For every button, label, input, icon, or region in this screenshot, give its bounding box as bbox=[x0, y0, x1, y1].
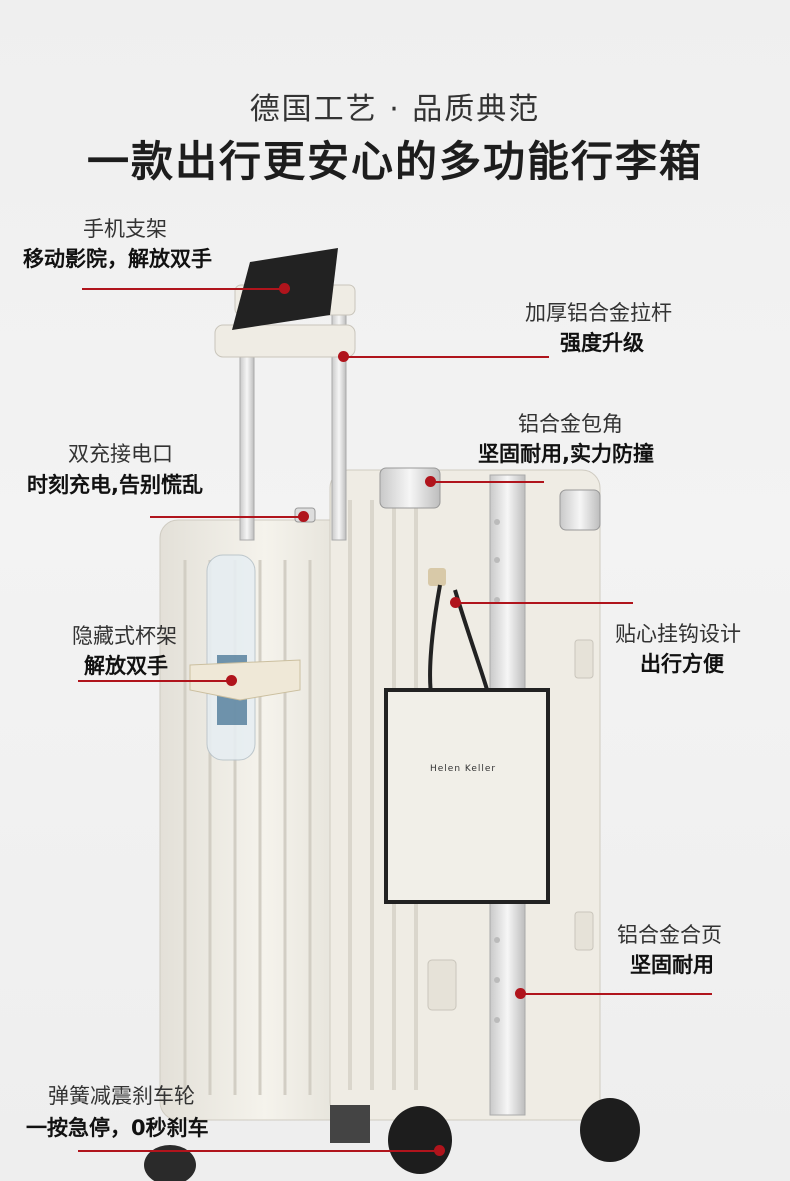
page-title: 一款出行更安心的多功能行李箱 bbox=[86, 137, 703, 186]
page-subtitle: 德国工艺 · 品质典范 bbox=[249, 92, 541, 127]
feature-charge-line bbox=[150, 516, 303, 518]
feature-handle-line bbox=[343, 356, 549, 358]
feature-phone-stand-line bbox=[82, 288, 285, 290]
feature-handle-label: 加厚铝合金拉杆 bbox=[525, 301, 672, 325]
feature-cup-line bbox=[78, 680, 233, 682]
feature-charge-desc: 时刻充电,告别慌乱 bbox=[27, 473, 203, 497]
feature-handle-desc: 强度升级 bbox=[560, 331, 644, 355]
feature-wheels-label: 弹簧减震刹车轮 bbox=[48, 1084, 195, 1108]
feature-charge-label: 双充接电口 bbox=[68, 442, 173, 466]
feature-hook-dot bbox=[450, 597, 461, 608]
feature-corner-desc: 坚固耐用,实力防撞 bbox=[478, 442, 654, 466]
feature-cup-desc: 解放双手 bbox=[84, 654, 168, 678]
feature-phone-stand-label: 手机支架 bbox=[83, 217, 167, 241]
feature-corner-dot bbox=[425, 476, 436, 487]
feature-cup-dot bbox=[226, 675, 237, 686]
feature-wheels-desc: 一按急停，0秒刹车 bbox=[26, 1116, 209, 1140]
feature-hook-label: 贴心挂钩设计 bbox=[615, 622, 741, 646]
feature-charge-dot bbox=[298, 511, 309, 522]
feature-hinge-dot bbox=[515, 988, 526, 999]
feature-corner-label: 铝合金包角 bbox=[518, 412, 623, 436]
feature-wheels-line bbox=[78, 1150, 440, 1152]
feature-hook-line bbox=[455, 602, 633, 604]
feature-cup-label: 隐藏式杯架 bbox=[72, 624, 177, 648]
feature-hook-desc: 出行方便 bbox=[640, 652, 724, 676]
feature-hinge-line bbox=[520, 993, 712, 995]
feature-corner-line bbox=[430, 481, 544, 483]
feature-phone-stand-desc: 移动影院，解放双手 bbox=[23, 247, 212, 271]
feature-handle-dot bbox=[338, 351, 349, 362]
feature-hinge-label: 铝合金合页 bbox=[617, 923, 722, 947]
bag-brand-label: Helen Keller bbox=[430, 764, 497, 774]
feature-phone-stand-dot bbox=[279, 283, 290, 294]
feature-wheels-dot bbox=[434, 1145, 445, 1156]
feature-hinge-desc: 坚固耐用 bbox=[630, 953, 714, 977]
